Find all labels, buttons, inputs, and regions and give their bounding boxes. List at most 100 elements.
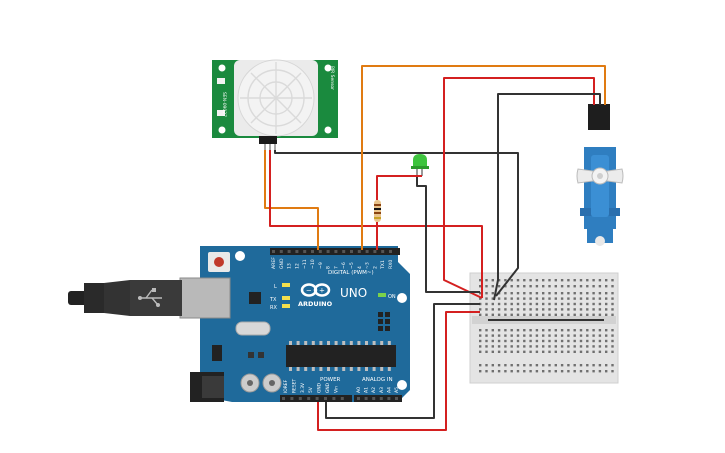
breadboard-hole: [529, 292, 532, 295]
breadboard-hole: [560, 350, 564, 353]
pin-label: 12: [294, 263, 300, 269]
breadboard-hole: [497, 302, 501, 306]
breadboard-hole: [548, 302, 551, 306]
pin-label: A2: [371, 387, 377, 393]
breadboard-hole: [567, 334, 570, 337]
breadboard-hole: [598, 297, 602, 300]
breadboard-hole: [592, 285, 595, 288]
breadboard-hole: [560, 308, 564, 311]
crystal: [235, 321, 271, 336]
wire-servo-signal[interactable]: [361, 65, 606, 250]
breadboard-hole: [523, 313, 526, 316]
breadboard-hole: [504, 345, 507, 348]
breadboard-hole: [523, 297, 526, 300]
green-led[interactable]: [411, 154, 429, 176]
pin-label: 8: [326, 266, 332, 269]
pir-header: [259, 136, 277, 144]
breadboard-hole: [573, 292, 576, 295]
breadboard-hole: [529, 308, 532, 311]
breadboard-hole: [497, 339, 501, 343]
breadboard-hole: [586, 302, 589, 306]
pir-sensor[interactable]: PIR Sensor SEN-09027: [212, 59, 338, 152]
wire-servo-power[interactable]: [443, 77, 595, 299]
breadboard-hole: [579, 279, 583, 282]
breadboard-hole: [504, 292, 507, 295]
breadboard-hole: [548, 345, 551, 348]
breadboard-hole: [523, 370, 526, 373]
breadboard-hole: [554, 285, 557, 288]
breadboard-hole: [605, 364, 608, 367]
breadboard-hole: [485, 334, 488, 337]
breadboard-hole: [554, 329, 557, 332]
breadboard-hole: [535, 285, 539, 288]
breadboard-hole: [560, 370, 564, 373]
breadboard-hole: [592, 297, 595, 300]
on-led: [378, 293, 386, 297]
breadboard-hole: [586, 345, 589, 348]
breadboard-hole: [567, 364, 570, 367]
breadboard-hole: [586, 292, 589, 295]
breadboard-hole: [535, 292, 539, 295]
breadboard-hole: [479, 329, 482, 332]
pin-label: ~10: [310, 259, 316, 269]
breadboard-hole: [548, 364, 551, 367]
breadboard-hole: [567, 285, 570, 288]
breadboard-hole: [554, 302, 557, 306]
breadboard-hole: [491, 279, 494, 282]
resistor[interactable]: [374, 200, 381, 222]
breadboard-hole: [516, 334, 520, 337]
breadboard-hole: [567, 345, 570, 348]
wire-gnd[interactable]: [325, 303, 480, 419]
breadboard-hole: [516, 279, 520, 282]
breadboard-hole: [548, 313, 551, 316]
breadboard-hole: [605, 285, 608, 288]
pin-label: RX0: [388, 260, 394, 269]
wire-led-ground[interactable]: [416, 176, 480, 293]
breadboard-hole: [598, 308, 602, 311]
breadboard[interactable]: [469, 272, 619, 384]
breadboard-hole: [554, 364, 557, 367]
breadboard-hole: [611, 285, 614, 288]
breadboard-hole: [504, 370, 507, 373]
wire-servo-ground[interactable]: [493, 93, 601, 301]
breadboard-hole: [479, 308, 482, 311]
breadboard-hole: [598, 302, 602, 306]
breadboard-hole: [504, 334, 507, 337]
breadboard-hole: [510, 308, 513, 311]
breadboard-hole: [586, 279, 589, 282]
breadboard-hole: [560, 345, 564, 348]
l-led: [282, 283, 290, 287]
breadboard-hole: [611, 313, 614, 316]
micro-servo[interactable]: [576, 104, 624, 246]
breadboard-hole: [542, 329, 545, 332]
breadboard-hole: [542, 350, 545, 353]
pin-label: ~6: [341, 262, 347, 269]
breadboard-hole: [510, 302, 513, 306]
breadboard-hole: [529, 297, 532, 300]
breadboard-hole: [510, 350, 513, 353]
breadboard-hole: [573, 297, 576, 300]
wire-5v[interactable]: [317, 311, 480, 431]
breadboard-hole: [504, 339, 507, 343]
breadboard-hole: [479, 370, 482, 373]
tx-label: TX: [269, 297, 277, 303]
breadboard-hole: [479, 345, 482, 348]
servo-horn-icon: [576, 167, 624, 185]
breadboard-hole: [485, 279, 488, 282]
breadboard-hole: [535, 313, 539, 316]
breadboard-hole: [573, 339, 576, 343]
breadboard-hole: [516, 350, 520, 353]
breadboard-hole: [504, 308, 507, 311]
breadboard-hole: [586, 364, 589, 367]
breadboard-hole: [592, 302, 595, 306]
breadboard-hole: [535, 308, 539, 311]
pin-label: AREF: [271, 257, 277, 269]
svg-text:−: −: [306, 287, 312, 295]
breadboard-hole: [497, 370, 501, 373]
wire-pir-signal[interactable]: [264, 150, 319, 250]
wire-led-anode[interactable]: [376, 175, 422, 200]
breadboard-hole: [573, 285, 576, 288]
breadboard-hole: [516, 345, 520, 348]
wire-pir-ground[interactable]: [274, 150, 519, 297]
